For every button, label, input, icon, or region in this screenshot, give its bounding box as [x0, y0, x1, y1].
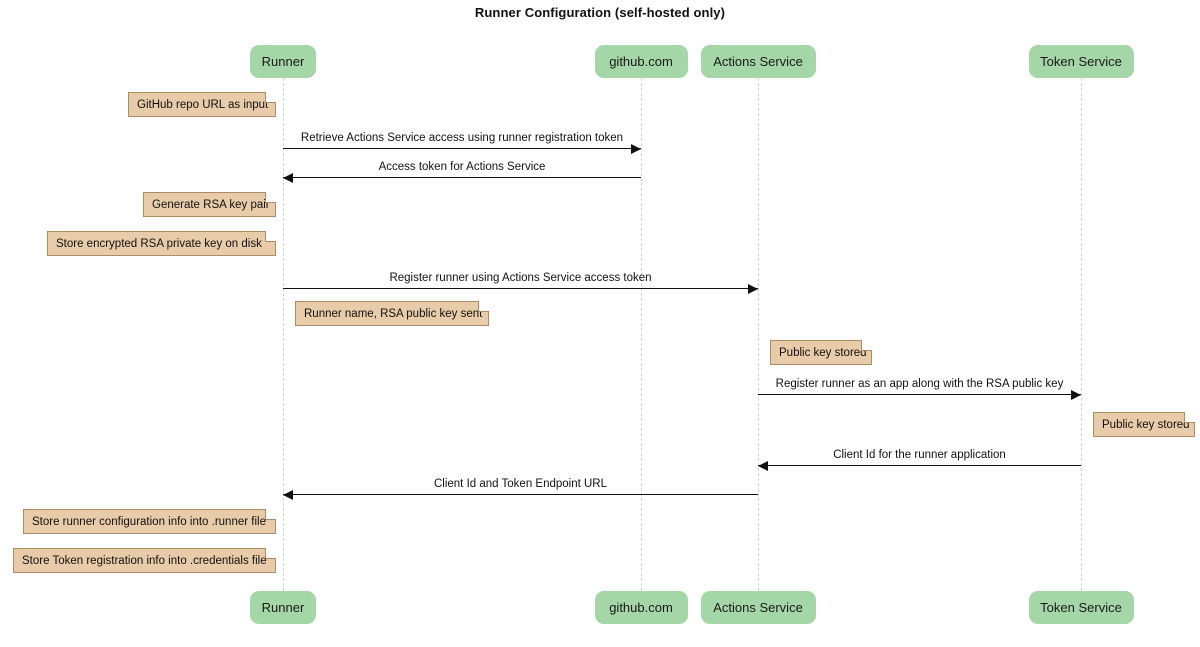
participant-actions-bottom[interactable]: Actions Service [700, 591, 816, 624]
participant-label: Runner [261, 600, 305, 615]
note-github-repo-url: GitHub repo URL as input [128, 92, 276, 117]
note-folded-corner-icon [265, 548, 276, 559]
msg-register-runner-line [283, 288, 758, 289]
participant-token-top[interactable]: Token Service [1028, 45, 1134, 78]
participant-label: Actions Service [713, 600, 803, 615]
msg-retrieve-actions-access-line [283, 148, 641, 149]
note-text: Store encrypted RSA private key on disk [56, 237, 262, 250]
note-public-key-stored-2: Public key stored [1093, 412, 1195, 437]
msg-client-id-app-line [758, 465, 1081, 466]
participant-github-top[interactable]: github.com [594, 45, 688, 78]
msg-client-id-token-url-arrowhead [283, 490, 293, 500]
participant-github-bottom[interactable]: github.com [594, 591, 688, 624]
note-folded-corner-icon [265, 192, 276, 203]
lifeline-actions [758, 78, 759, 591]
note-store-runner-config: Store runner configuration info into .ru… [23, 509, 276, 534]
participant-runner-bottom[interactable]: Runner [250, 591, 316, 624]
lifeline-runner [283, 78, 284, 591]
msg-register-app-pubkey-label: Register runner as an app along with the… [775, 378, 1064, 390]
msg-client-id-app-arrowhead [758, 461, 768, 471]
note-text: GitHub repo URL as input [137, 98, 269, 111]
participant-actions-top[interactable]: Actions Service [700, 45, 816, 78]
note-text: Generate RSA key pair [152, 198, 270, 211]
note-folded-corner-icon [1184, 412, 1195, 423]
note-store-private-key: Store encrypted RSA private key on disk [47, 231, 276, 256]
note-text: Public key stored [1102, 418, 1190, 431]
participant-label: Token Service [1040, 600, 1122, 615]
msg-access-token-label: Access token for Actions Service [378, 161, 546, 173]
note-text: Runner name, RSA public key sent [304, 307, 483, 320]
msg-client-id-app-label: Client Id for the runner application [833, 449, 1006, 461]
note-text: Store Token registration info into .cred… [22, 554, 267, 567]
lifeline-github [641, 78, 642, 591]
note-folded-corner-icon [265, 509, 276, 520]
participant-runner-top[interactable]: Runner [250, 45, 316, 78]
msg-retrieve-actions-access-arrowhead [631, 144, 641, 154]
note-text: Store runner configuration info into .ru… [32, 515, 266, 528]
msg-register-app-pubkey-line [758, 394, 1081, 395]
diagram-title: Runner Configuration (self-hosted only) [474, 5, 726, 20]
msg-register-runner-label: Register runner using Actions Service ac… [389, 272, 652, 284]
participant-label: Token Service [1040, 54, 1122, 69]
note-generate-rsa: Generate RSA key pair [143, 192, 276, 217]
participant-label: github.com [609, 600, 673, 615]
msg-access-token-arrowhead [283, 173, 293, 183]
msg-client-id-token-url-line [283, 494, 758, 495]
participant-label: Actions Service [713, 54, 803, 69]
note-store-token-reg: Store Token registration info into .cred… [13, 548, 276, 573]
msg-register-app-pubkey-arrowhead [1071, 390, 1081, 400]
msg-register-runner-arrowhead [748, 284, 758, 294]
msg-client-id-token-url-label: Client Id and Token Endpoint URL [433, 478, 608, 490]
participant-label: Runner [261, 54, 305, 69]
lifeline-token [1081, 78, 1082, 591]
participant-token-bottom[interactable]: Token Service [1028, 591, 1134, 624]
note-text: Public key stored [779, 346, 867, 359]
participant-label: github.com [609, 54, 673, 69]
note-folded-corner-icon [265, 92, 276, 103]
msg-access-token-line [283, 177, 641, 178]
note-folded-corner-icon [861, 340, 872, 351]
note-folded-corner-icon [478, 301, 489, 312]
msg-retrieve-actions-access-label: Retrieve Actions Service access using ru… [300, 132, 624, 144]
note-public-key-stored-1: Public key stored [770, 340, 872, 365]
note-folded-corner-icon [265, 231, 276, 242]
note-runner-name-pubkey: Runner name, RSA public key sent [295, 301, 489, 326]
